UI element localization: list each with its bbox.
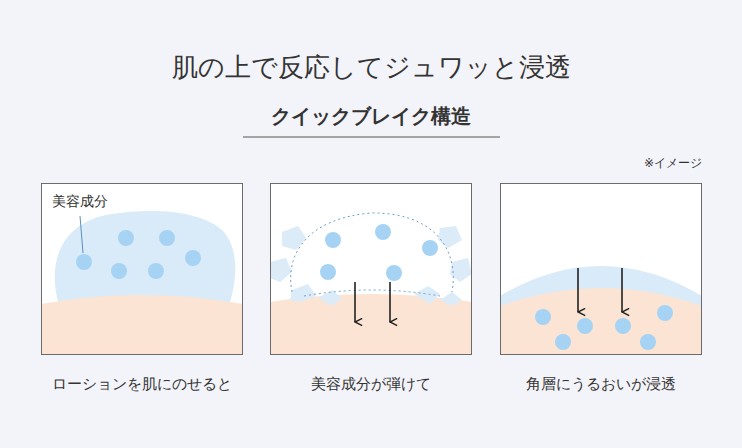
panel-caption: 角層にうるおいが浸透 bbox=[471, 375, 731, 394]
panel-absorb-art bbox=[500, 183, 702, 355]
title-underline bbox=[243, 137, 500, 138]
diagram-title: 肌の上で反応してジュワッと浸透 bbox=[0, 52, 742, 83]
panel-box: ローションを肌にのせると bbox=[41, 183, 243, 355]
panel-lotion-art bbox=[41, 183, 243, 355]
panel-caption: ローションを肌にのせると bbox=[12, 375, 272, 394]
panel-burst-art bbox=[270, 183, 472, 355]
subtitle: クイックブレイク構造 bbox=[0, 104, 742, 128]
part-label: 美容成分 bbox=[52, 193, 108, 210]
leader-line bbox=[80, 216, 83, 253]
panel-caption: 美容成分が弾けて bbox=[241, 375, 501, 394]
note: ※イメージ bbox=[560, 156, 702, 170]
panel-box: 角層にうるおいが浸透 bbox=[500, 183, 702, 355]
panel-box: 美容成分が弾けて bbox=[270, 183, 472, 355]
